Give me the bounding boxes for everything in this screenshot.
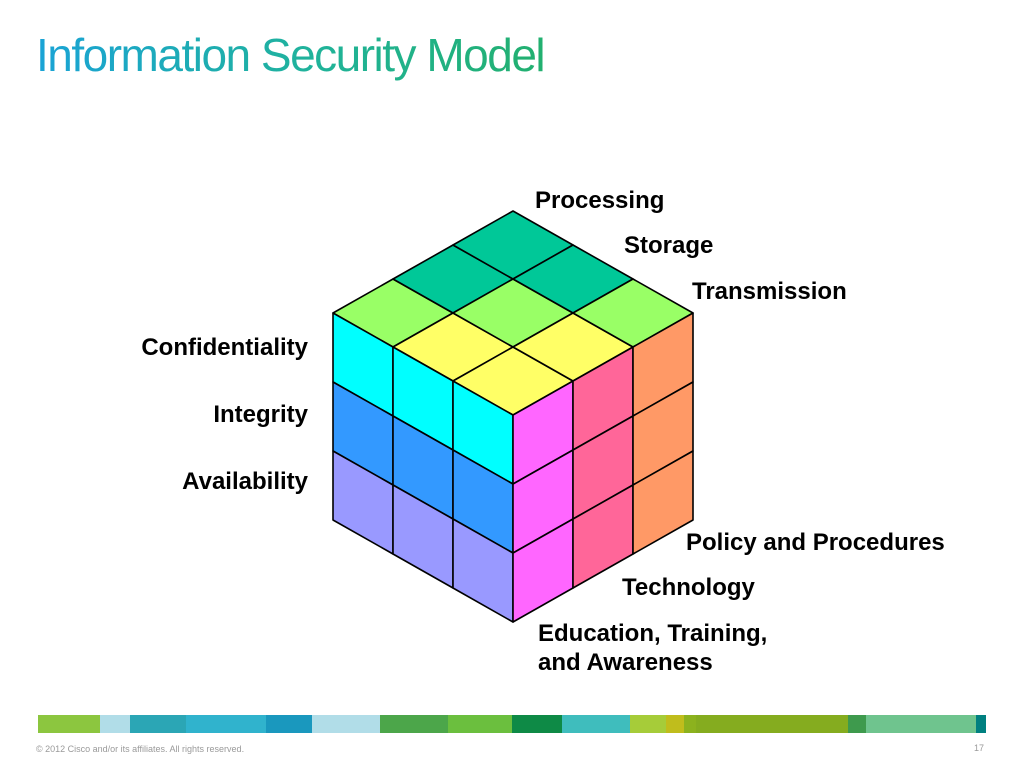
footer-bar-segment — [866, 715, 976, 733]
footer-bar-segment — [684, 715, 696, 733]
label-confidentiality: Confidentiality — [141, 334, 308, 361]
label-availability: Availability — [182, 468, 308, 495]
label-processing: Processing — [535, 187, 665, 214]
footer-bar-segment — [266, 715, 312, 733]
label-and-awareness: and Awareness — [538, 649, 713, 676]
footer-bar-segment — [848, 715, 866, 733]
footer-color-bar — [38, 715, 986, 733]
footer-bar-segment — [38, 715, 100, 733]
footer-bar-segment — [696, 715, 848, 733]
footer-bar-segment — [512, 715, 562, 733]
label-transmission: Transmission — [692, 278, 847, 305]
label-storage: Storage — [624, 232, 714, 259]
label-education-training: Education, Training, — [538, 620, 768, 647]
slide-title: Information Security Model — [36, 29, 546, 81]
footer-bar-segment — [630, 715, 666, 733]
footer-bar-segment — [186, 715, 266, 733]
footer-bar-segment — [666, 715, 684, 733]
footer-bar-segment — [562, 715, 630, 733]
label-integrity: Integrity — [213, 401, 308, 428]
footer-bar-segment — [976, 715, 986, 733]
footer-bar-segment — [380, 715, 448, 733]
label-technology: Technology — [622, 574, 755, 601]
copyright-text: © 2012 Cisco and/or its affiliates. All … — [36, 744, 245, 754]
footer-bar-segment — [448, 715, 512, 733]
footer-bar-segment — [100, 715, 130, 733]
cube-side-cell — [632, 450, 694, 555]
page-number: 17 — [974, 743, 985, 753]
security-model-cube — [332, 210, 694, 623]
footer-bar-segment — [312, 715, 380, 733]
label-policy-and-procedures: Policy and Procedures — [686, 529, 945, 556]
footer-bar-segment — [130, 715, 186, 733]
